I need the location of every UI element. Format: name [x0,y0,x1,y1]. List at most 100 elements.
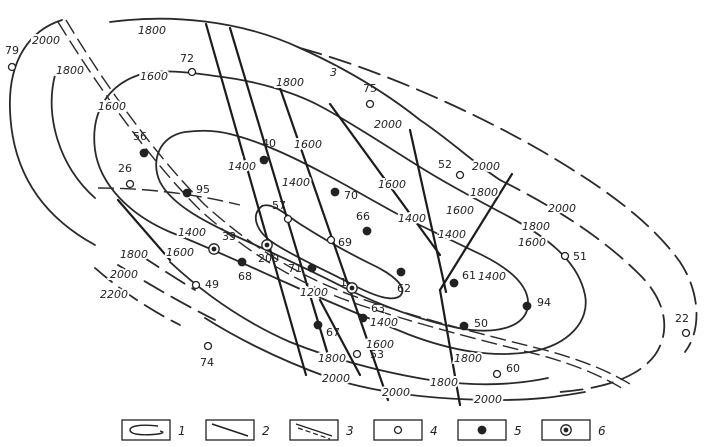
isoline-label: 1400 [370,316,398,329]
isoline-label: 1800 [454,352,482,365]
well-empty: 52 [438,158,465,180]
svg-text:94: 94 [537,296,551,309]
well-filled: 67 [313,320,340,339]
contour-2200-sw [94,267,181,326]
svg-text:53: 53 [370,348,384,361]
svg-text:50: 50 [474,317,488,330]
isoline-label: 1400 [398,212,426,225]
svg-text:5: 5 [514,424,522,438]
isoline-label: 2000 [374,118,402,131]
isoline-label: 1600 [446,204,474,217]
isoline-label: 1800 [56,64,84,77]
isoline-label: 1800 [522,220,550,233]
legend-item-well-double: 6 [541,419,606,441]
well-empty: 26 [118,162,135,189]
contour-1600 [93,70,587,355]
isoline-label: 1600 [98,100,126,113]
svg-text:69: 69 [338,236,352,249]
fault-line [318,298,362,377]
thrust-line [97,187,241,206]
svg-text:60: 60 [506,362,520,375]
fault-line [228,26,330,357]
svg-text:2: 2 [262,424,270,438]
fault-line [278,86,390,402]
svg-text:62: 62 [397,282,411,295]
legend-item-fault: 2 [205,419,270,441]
svg-text:26: 26 [118,162,132,175]
legend-item-thrust: 3 [289,419,354,441]
isoline-labels: 2000 1800 1800 1600 1600 1800 3 2000 160… [30,22,578,408]
fault-line [438,288,462,407]
well-empty: 22 [675,312,691,338]
svg-text:79: 79 [5,44,19,57]
well-filled: 40 [259,137,276,165]
svg-text:66: 66 [356,210,370,223]
isoline-label: 1400 [228,160,256,173]
well-empty: 57 [272,199,293,224]
isoline-label: 2000 [474,393,502,406]
svg-text:6: 6 [598,424,606,438]
isoline-label: 2000 [382,386,410,399]
isoline-label: 1400 [282,176,310,189]
thrust-line [57,21,626,391]
contour-1800-east [499,179,666,393]
contour-1800-sw [139,254,196,291]
isoline-label: 2000 [110,268,138,281]
well-double: 200 [258,239,279,265]
well-filled: 94 [522,296,551,311]
contour-2000-outer [9,19,96,246]
svg-text:1: 1 [178,424,186,438]
svg-text:52: 52 [438,158,452,171]
isoline-label: 1600 [166,246,194,259]
isoline-label: 1400 [478,270,506,283]
wells-double: 33 200 1 [208,230,358,294]
isoline-label: 1600 [366,338,394,351]
isoline-label: 1800 [318,352,346,365]
well-empty: 72 [180,52,197,77]
legend-item-contour: 1 [121,419,186,441]
isoline-label: 2000 [322,372,350,385]
fault-line [204,22,308,377]
well-filled: 50 [459,317,488,331]
wells-empty: 79 72 75 26 52 57 69 51 49 22 53 60 74 [5,44,691,379]
well-filled: 70 [330,187,358,202]
isoline-label: 1400 [178,226,206,239]
svg-text:33: 33 [222,230,236,243]
svg-text:95: 95 [196,183,210,196]
svg-text:63: 63 [371,302,385,315]
fault-line [116,198,172,262]
well-filled: 95 [182,183,210,198]
svg-text:56: 56 [133,130,147,143]
well-empty: 74 [200,341,214,369]
svg-text:40: 40 [262,137,276,150]
svg-text:4: 4 [430,424,438,438]
well-empty: 51 [560,250,587,263]
svg-text:3: 3 [346,424,354,438]
isoline-label: 1600 [518,236,546,249]
isoline-label: 1800 [470,186,498,199]
well-empty: 49 [191,278,219,291]
fault-line [408,128,448,294]
isoline-label: 1800 [276,76,304,89]
svg-text:75: 75 [363,82,377,95]
contour-2000-east [299,47,698,353]
legend-item-well-empty: 4 [373,419,438,441]
well-empty: 69 [326,235,352,249]
fault-line [328,102,442,257]
svg-text:70: 70 [344,189,358,202]
svg-text:74: 74 [200,356,214,369]
well-filled: 71 [288,262,317,275]
isoline-label: 1800 [430,376,458,389]
isoline-label: 2000 [472,160,500,173]
well-double: 1 [340,276,358,294]
svg-text:200: 200 [258,252,279,265]
isoline-label: 1600 [294,138,322,151]
well-empty: 53 [352,348,384,361]
svg-text:71: 71 [288,262,302,275]
thrust-lines [57,19,631,391]
well-filled: 66 [356,210,372,236]
svg-text:61: 61 [462,269,476,282]
thrust-line [65,19,631,385]
well-double: 33 [208,230,236,255]
